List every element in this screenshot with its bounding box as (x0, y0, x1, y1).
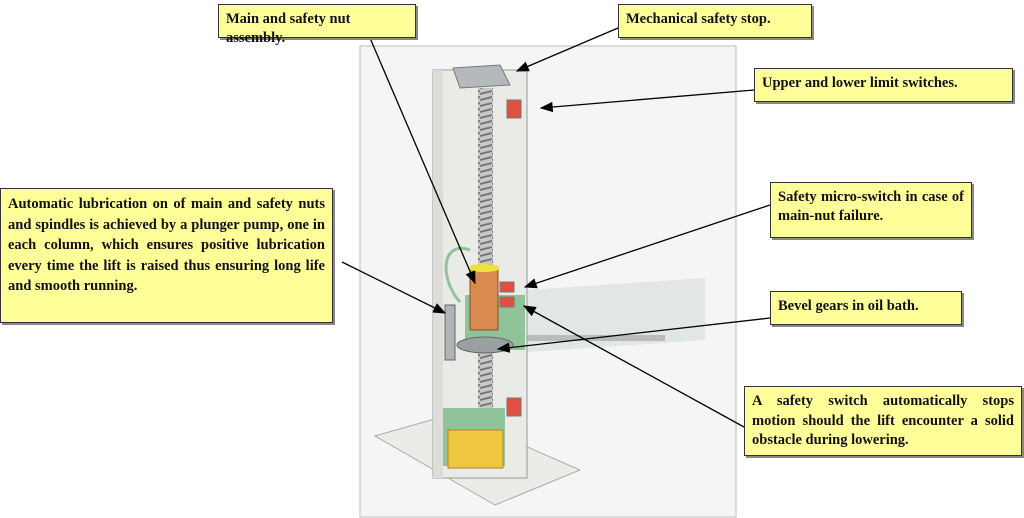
label-limit-switches: Upper and lower limit switches. (754, 68, 1013, 102)
label-mechanical-stop: Mechanical safety stop. (618, 4, 812, 38)
label-lubrication: Automatic lubrication on of main and saf… (0, 188, 333, 323)
label-bevel-gears: Bevel gears in oil bath. (770, 291, 962, 325)
lower-limit-switch (506, 397, 522, 417)
column-edge (433, 70, 443, 478)
oil-bath (447, 429, 504, 469)
micro-switch (499, 281, 515, 293)
safety-switch (499, 296, 515, 308)
callout-arrows (341, 27, 771, 428)
label-micro-switch: Safety micro-switch in case of main-nut … (770, 182, 972, 238)
main-nut (469, 267, 499, 331)
nut-top (468, 264, 500, 272)
plunger-pump (444, 304, 456, 361)
label-main-nut: Main and safety nut assembly. (218, 4, 416, 46)
lube-pipe (444, 246, 471, 304)
bevel-gear (456, 336, 514, 354)
label-safety-switch: A safety switch automatically stops moti… (744, 386, 1022, 456)
mechanical-stop (452, 64, 511, 89)
upper-limit-switch (506, 99, 522, 119)
lift-arm-beam (527, 278, 705, 352)
